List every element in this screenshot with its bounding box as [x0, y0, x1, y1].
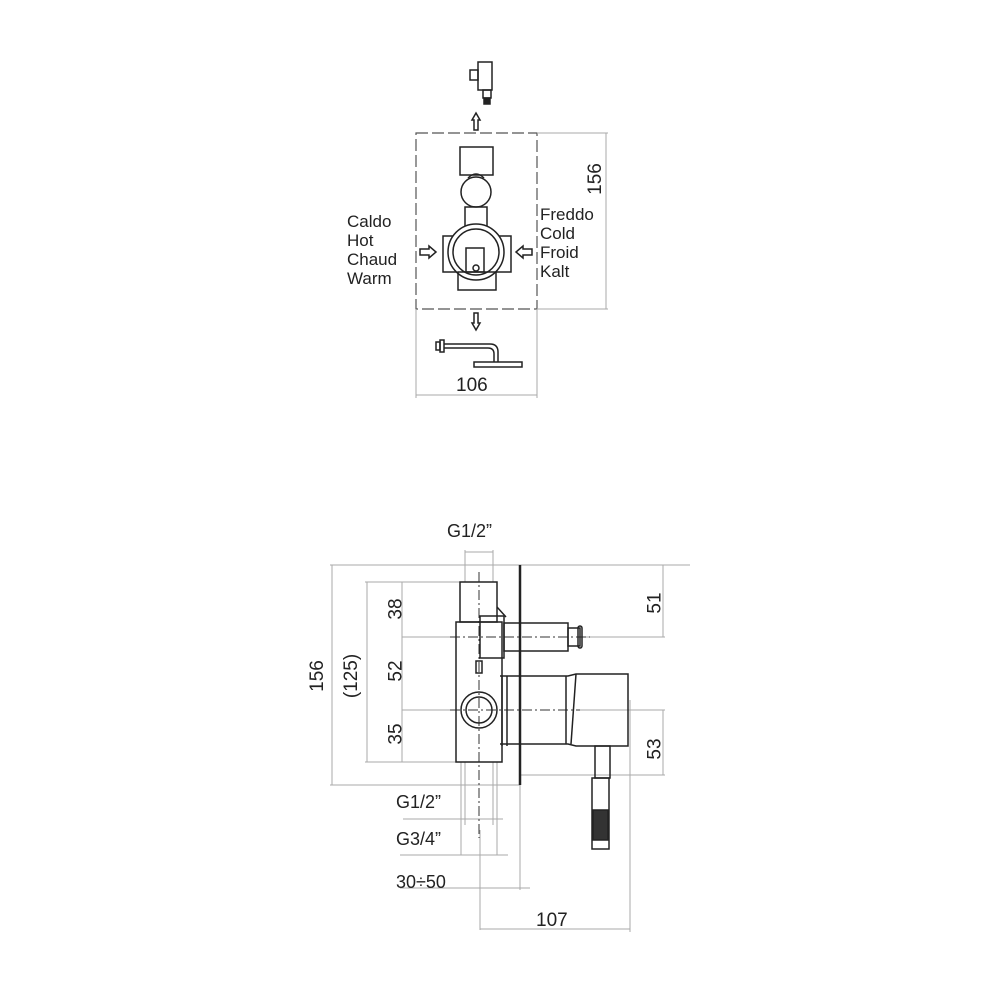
hot-label-de: Warm — [347, 269, 392, 288]
hot-label-en: Hot — [347, 231, 374, 250]
projection-dim: 107 — [536, 910, 568, 931]
arrow-left-cold-icon — [514, 244, 533, 260]
hot-label-it: Caldo — [347, 212, 392, 231]
total-height-dim: 156 — [306, 660, 328, 692]
bottom-thread-1-label: G1/2” — [396, 792, 442, 812]
top-height-dim: 156 — [584, 163, 606, 195]
arrow-up-icon — [470, 111, 482, 131]
arrow-right-hot-icon — [419, 244, 438, 260]
shower-head-icon — [435, 339, 523, 368]
hot-label-fr: Chaud — [347, 250, 398, 269]
depth-range-label: 30÷50 — [396, 872, 446, 892]
cold-labels: Freddo Cold Froid Kalt — [540, 205, 594, 281]
arrow-down-icon — [470, 312, 482, 332]
valve-body-icon — [442, 146, 512, 291]
right-bottom-dim: 53 — [644, 738, 666, 760]
valve-body-side-icon — [455, 581, 629, 850]
hot-labels: Caldo Hot Chaud Warm — [347, 212, 397, 288]
seg-top-dim: 38 — [385, 598, 407, 620]
top-width-dim: 106 — [456, 375, 488, 396]
cold-label-it: Freddo — [540, 205, 594, 224]
bottom-thread-2-label: G3/4” — [396, 829, 442, 849]
wall-box — [415, 132, 538, 310]
cold-label-fr: Froid — [540, 243, 579, 262]
top-thread-label: G1/2” — [447, 521, 493, 541]
side-view — [330, 550, 690, 932]
hand-shower-icon — [469, 61, 493, 105]
top-view — [415, 61, 608, 398]
body-height-dim: (125) — [341, 653, 363, 699]
right-top-dim: 51 — [644, 592, 666, 614]
seg-mid-dim: 52 — [385, 660, 407, 682]
seg-bottom-dim: 35 — [385, 723, 407, 745]
cold-label-en: Cold — [540, 224, 575, 243]
cold-label-de: Kalt — [540, 262, 570, 281]
